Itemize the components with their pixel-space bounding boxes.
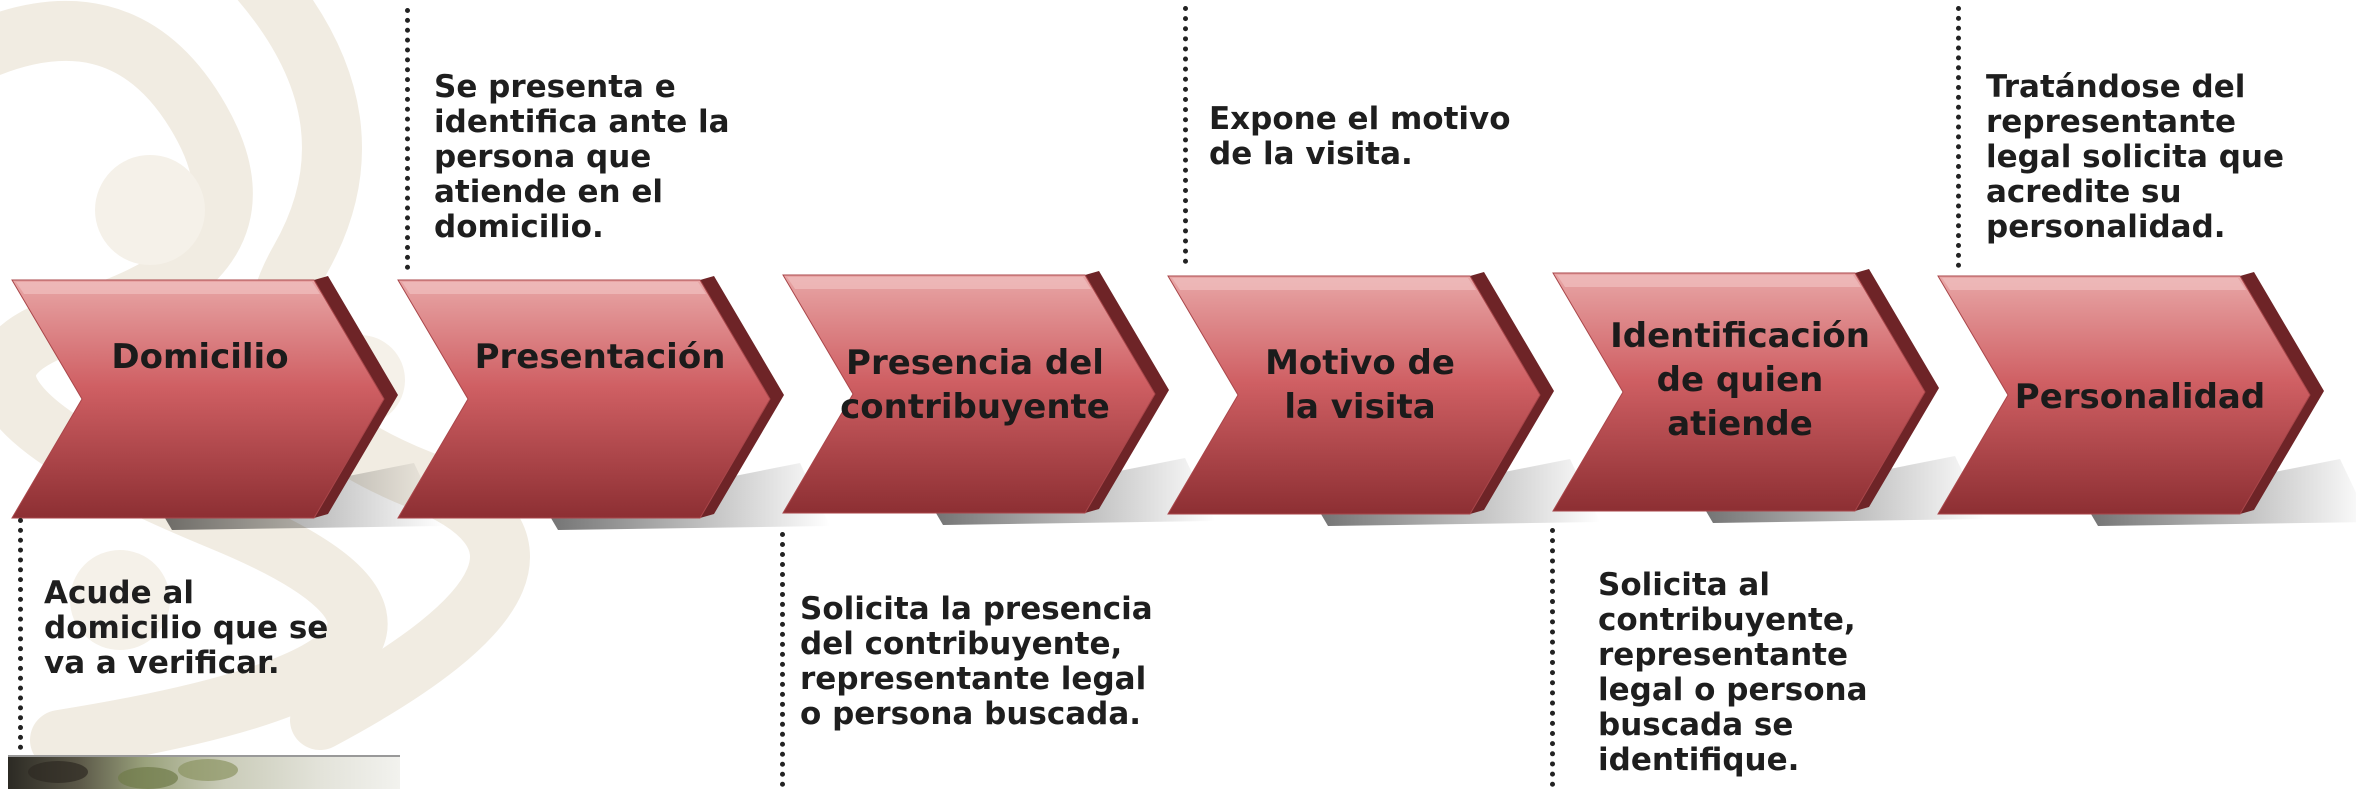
chevron-side-presencia: [1085, 271, 1169, 513]
chevron-highlight-domicilio: [16, 282, 320, 294]
description-motivo: Expone el motivo de la visita.: [1209, 101, 1511, 172]
chevron-motivo: [1167, 275, 1541, 515]
chevron-highlight-presentacion: [402, 282, 706, 294]
connector-presencia: [780, 532, 785, 787]
chevron-side-identificacion: [1855, 269, 1939, 511]
description-domicilio: Acude al domicilio que se va a verificar…: [44, 575, 329, 681]
step-label-domicilio: Domicilio: [111, 337, 289, 377]
description-identificacion: Solicita al contribuyente, representante…: [1598, 567, 1868, 778]
connector-identificacion: [1550, 528, 1555, 787]
description-presentacion: Se presenta e identifica ante la persona…: [434, 69, 730, 245]
chevron-identificacion: [1552, 272, 1926, 512]
description-personalidad: Tratándose del representante legal solic…: [1986, 69, 2284, 245]
chevron-highlight-personalidad: [1942, 278, 2246, 290]
chevron-highlight-presencia: [787, 277, 1091, 289]
step-label-motivo: Motivo de la visita: [1265, 343, 1455, 427]
chevron-side-personalidad: [2240, 272, 2324, 514]
step-label-presentacion: Presentación: [474, 337, 726, 377]
chevron-personalidad: [1937, 275, 2311, 515]
connector-motivo: [1183, 6, 1188, 264]
chevron-side-presentacion: [700, 276, 784, 518]
chevron-highlight-motivo: [1172, 278, 1476, 290]
chevron-highlight-identificacion: [1557, 275, 1861, 287]
step-label-identificacion: Identificación de quien atiende: [1610, 316, 1870, 444]
connector-presentacion: [405, 8, 410, 270]
step-label-presencia: Presencia del contribuyente: [840, 343, 1110, 427]
photo-thumbnail: [8, 755, 400, 789]
connector-domicilio: [18, 518, 23, 750]
connector-personalidad: [1956, 6, 1961, 268]
chevron-side-motivo: [1470, 272, 1554, 514]
description-presencia: Solicita la presencia del contribuyente,…: [800, 591, 1153, 732]
chevron-domicilio: [11, 279, 385, 519]
chevron-presencia: [782, 274, 1156, 514]
chevron-presentacion: [397, 279, 771, 519]
step-label-personalidad: Personalidad: [2014, 377, 2266, 417]
chevron-side-domicilio: [314, 276, 398, 518]
